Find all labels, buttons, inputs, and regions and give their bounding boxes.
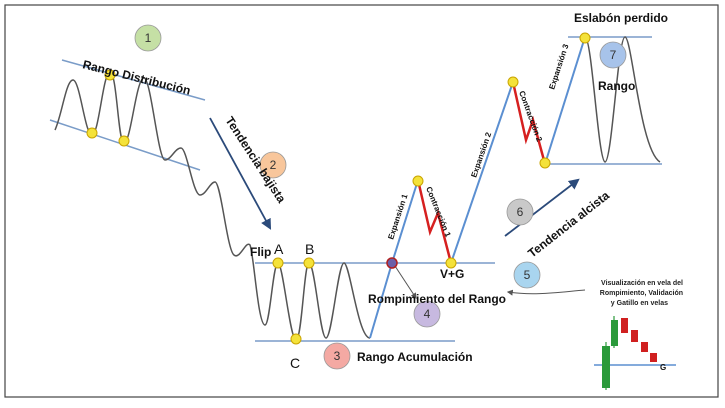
label-point-a: A xyxy=(274,241,284,257)
label-visualizacion-line-2: Rompimiento, Validación xyxy=(600,290,683,297)
step-circle-3: 3 xyxy=(323,342,351,370)
pivot-marker xyxy=(412,175,424,187)
step-circle-5-bg xyxy=(513,261,541,289)
distribution-range-top-line xyxy=(61,59,206,101)
step-circle-2-bg xyxy=(259,151,287,179)
step-circle-4: 4 xyxy=(413,300,441,328)
step-circle-6-bg xyxy=(506,198,534,226)
pivot-marker xyxy=(118,135,130,147)
label-rango-acumulacion: Rango Acumulación xyxy=(357,350,473,364)
breakout-marker xyxy=(386,257,398,269)
label-eslabon-perdido: Eslabón perdido xyxy=(574,11,668,25)
pivot-marker xyxy=(104,69,116,81)
pivot-marker xyxy=(445,257,457,269)
label-expansion-3: Expansión 3 xyxy=(547,42,570,90)
step-circle-7-bg xyxy=(599,41,627,69)
candle-red xyxy=(641,342,648,352)
candle-illustration: G xyxy=(594,316,676,390)
label-visualizacion-line-1: Visualización en vela del xyxy=(601,280,683,287)
contraction-2-line xyxy=(511,81,547,165)
frame-border xyxy=(4,4,719,398)
candle-red xyxy=(621,318,628,333)
expansion-2-line xyxy=(450,81,514,264)
price-path-down xyxy=(54,71,371,341)
label-candle-g: G xyxy=(660,363,666,372)
label-point-b: B xyxy=(305,241,314,257)
candle-note-pointer-arrow xyxy=(506,289,586,296)
label-rango-distribucion: Rango Distribución xyxy=(81,57,192,97)
breakout-pointer-arrow xyxy=(394,265,417,300)
price-path-top-range xyxy=(584,36,661,163)
pivot-marker xyxy=(539,157,551,169)
step-number-1: 1 xyxy=(145,31,152,45)
pivot-marker xyxy=(303,257,315,269)
step-circle-4-bg xyxy=(413,300,441,328)
step-number-7: 7 xyxy=(610,48,617,62)
step-number-3: 3 xyxy=(334,349,341,363)
step-circle-6: 6 xyxy=(506,198,534,226)
step-circle-7: 7 xyxy=(599,41,627,69)
pivot-marker xyxy=(86,127,98,139)
candle-red xyxy=(650,353,657,362)
contraction-1-line xyxy=(416,179,453,264)
expansion-3-line xyxy=(544,36,586,165)
pivot-marker xyxy=(290,333,302,345)
bearish-trend-arrow xyxy=(209,117,272,230)
label-vg: V+G xyxy=(440,267,464,281)
bullish-trend-arrow xyxy=(504,178,580,237)
label-point-c: C xyxy=(290,355,300,371)
candle-red xyxy=(631,330,638,342)
label-rango: Rango xyxy=(598,79,635,93)
step-circle-2: 2 xyxy=(259,151,287,179)
candle-green-large xyxy=(602,346,610,388)
step-number-6: 6 xyxy=(517,205,524,219)
step-number-5: 5 xyxy=(524,268,531,282)
label-flip: Flip xyxy=(250,245,271,259)
label-visualizacion-line-3: y Gatillo en velas xyxy=(611,300,668,307)
label-rompimiento-del-rango: Rompimiento del Rango xyxy=(368,292,506,306)
pivot-marker xyxy=(579,32,591,44)
step-number-4: 4 xyxy=(424,307,431,321)
label-tendencia-alcista: Tendencia alcista xyxy=(525,188,612,260)
pivot-markers xyxy=(86,32,591,345)
pivot-marker xyxy=(507,76,519,88)
step-number-2: 2 xyxy=(270,158,277,172)
step-circle-5: 5 xyxy=(513,261,541,289)
pivot-marker xyxy=(272,257,284,269)
step-circle-3-bg xyxy=(323,342,351,370)
candle-green-small xyxy=(611,320,618,346)
step-circle-1-bg xyxy=(134,24,162,52)
step-circle-1: 1 xyxy=(134,24,162,52)
